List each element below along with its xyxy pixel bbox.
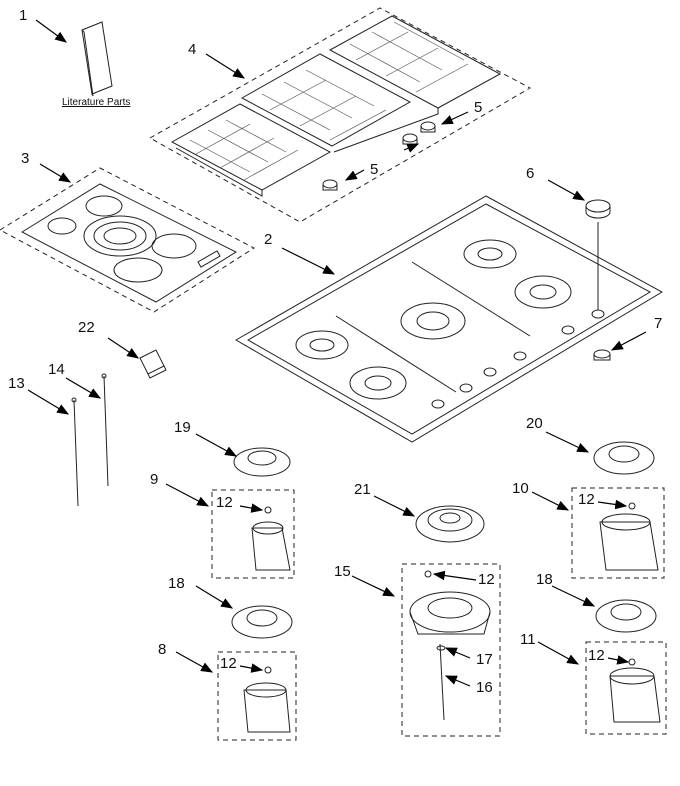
part-label-9: 9: [150, 471, 159, 488]
bracket-clip: [139, 349, 167, 379]
part-label-6: 6: [526, 165, 535, 182]
knob-bezel: [593, 349, 611, 361]
part-label-12a: 12: [216, 494, 233, 511]
part-label-8: 8: [158, 641, 167, 658]
part-label-10: 10: [512, 480, 529, 497]
control-knob: [585, 199, 611, 310]
leader-arrows: [27, 19, 647, 687]
electric-cooktop: [0, 167, 255, 313]
part-label-19: 19: [174, 419, 191, 436]
part-label-11: 11: [520, 631, 536, 648]
part-label-12d: 12: [220, 655, 237, 672]
part-label-5a: 5: [474, 99, 483, 116]
part-label-13: 13: [8, 375, 25, 392]
part-label-1: 1: [19, 7, 28, 24]
part-label-3: 3: [21, 150, 30, 167]
part-label-7: 7: [654, 315, 663, 332]
part-label-12c: 12: [478, 571, 495, 588]
part-label-12b: 12: [578, 491, 595, 508]
part-label-18b: 18: [536, 571, 553, 588]
part-label-5b: 5: [370, 161, 379, 178]
part-label-15: 15: [334, 563, 351, 580]
burner-caps: [231, 441, 657, 639]
part-label-21: 21: [354, 481, 371, 498]
part-label-12e: 12: [588, 647, 605, 664]
burner-assemblies: [211, 487, 667, 741]
grates-group: [148, 7, 532, 223]
part-label-14: 14: [48, 361, 65, 378]
literature-booklet: [81, 21, 113, 97]
part-label-4: 4: [188, 41, 197, 58]
part-label-16: 16: [476, 679, 493, 696]
part-label-17: 17: [476, 651, 493, 668]
part-label-2: 2: [264, 231, 273, 248]
literature-parts-label: Literature Parts: [62, 97, 131, 108]
cooktop-main-top: [235, 195, 664, 443]
part-label-22: 22: [78, 319, 95, 336]
electrode-wires: [71, 373, 109, 507]
part-label-18a: 18: [168, 575, 185, 592]
grate-feet: [322, 121, 436, 191]
part-label-20: 20: [526, 415, 543, 432]
